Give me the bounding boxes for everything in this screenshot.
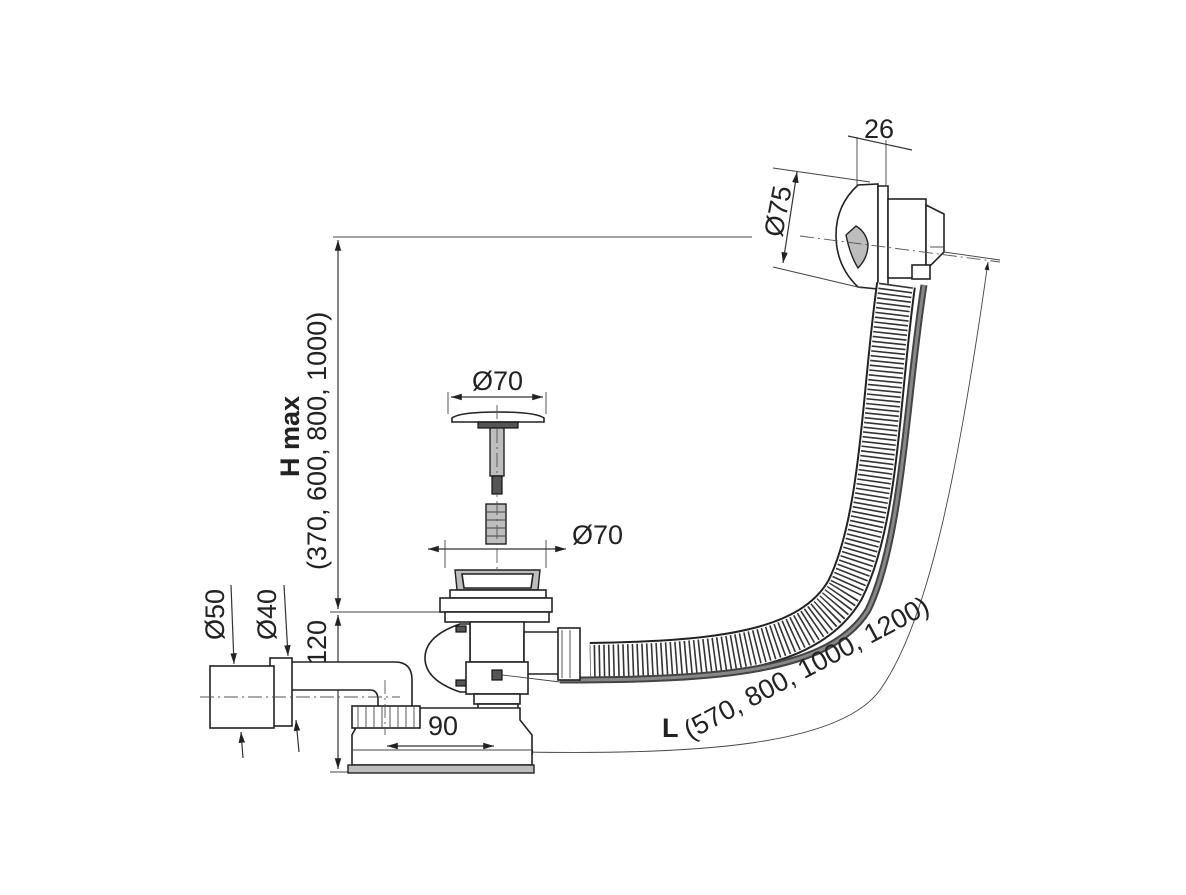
hose-top-width-label: 26 <box>864 114 894 144</box>
overflow-head <box>835 183 945 291</box>
overflow-dia-label: Ø75 <box>758 183 797 239</box>
h-max-values: (370, 600, 800, 1000) <box>302 312 332 570</box>
plug-dia-label: Ø70 <box>472 366 523 396</box>
outlet-dimensions: Ø50 Ø40 90 <box>200 584 494 759</box>
overflow-dimensions: Ø75 26 <box>758 114 1001 289</box>
plug-stopper: Ø70 <box>447 366 547 760</box>
waste-body: Ø70 <box>347 520 623 774</box>
outlet-offset-label: 90 <box>428 711 458 741</box>
outlet-elbow <box>200 657 421 735</box>
h-max-title: H max <box>275 396 305 477</box>
outlet-dia-50-label: Ø50 <box>200 589 230 640</box>
waste-dia-label: Ø70 <box>572 520 623 550</box>
l-title: L <box>662 713 679 743</box>
h-max-dimension: H max (370, 600, 800, 1000) 120 <box>275 236 752 773</box>
outlet-dia-40-label: Ø40 <box>252 589 282 640</box>
trap-height-label: 120 <box>302 620 332 665</box>
